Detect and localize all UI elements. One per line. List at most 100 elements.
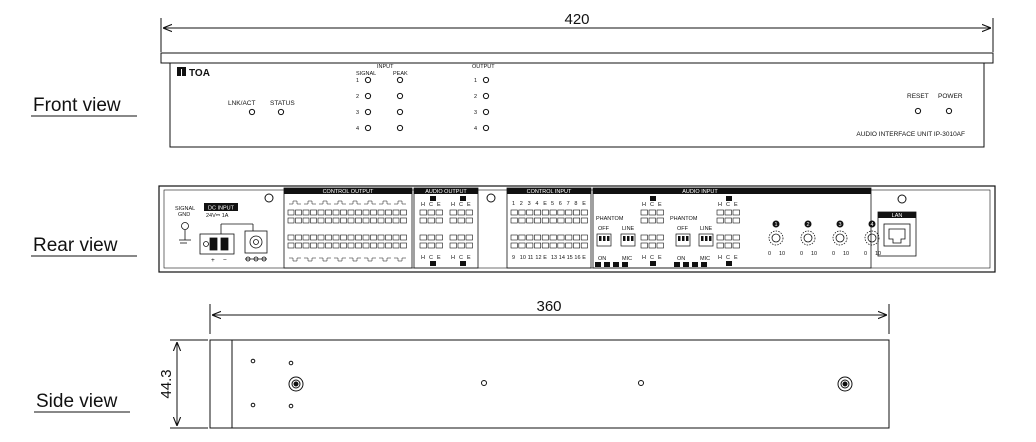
- line-mic-1-top-label: LINE: [622, 226, 635, 232]
- control-input-terminal: [526, 217, 534, 224]
- control-output-terminal: [287, 234, 295, 241]
- knob-number-badge: [836, 220, 844, 228]
- switch-lever: [682, 236, 685, 241]
- audio-input-terminal: [716, 217, 724, 224]
- channel-badge: [430, 261, 436, 266]
- control-input-number: 14: [559, 255, 565, 261]
- hce-label: E: [437, 202, 441, 208]
- plus-label: +: [211, 257, 215, 264]
- hce-label: H: [421, 202, 425, 208]
- control-input-terminal: [541, 242, 549, 249]
- line-mic-1-switch: [620, 233, 636, 247]
- output-channel-number: 4: [474, 126, 477, 132]
- input-channel-number: 3: [356, 110, 359, 116]
- control-output-terminal: [332, 217, 340, 224]
- signal-label: SIGNAL: [356, 71, 376, 77]
- control-output-terminal: [362, 217, 370, 224]
- phantom-2-bottom-label: ON: [677, 256, 685, 262]
- dimension-width-value: 420: [564, 11, 589, 28]
- control-input-terminal: [557, 217, 565, 224]
- channel-badge: [650, 261, 656, 266]
- control-output-terminal: [400, 242, 407, 249]
- control-output-terminal: [310, 242, 317, 249]
- toa-logo: TOA: [177, 67, 210, 79]
- channel-badge: [622, 262, 628, 267]
- control-output-terminal: [310, 209, 317, 216]
- switch-lever: [623, 236, 626, 241]
- relay-symbol: [334, 200, 346, 205]
- lnk-act-led: [248, 108, 256, 116]
- peak-led: [396, 92, 404, 100]
- input-title: INPUT: [377, 64, 394, 70]
- audio-input-terminal: [640, 242, 648, 249]
- control-input-number: 10: [520, 255, 526, 261]
- audio-output-terminal: [435, 209, 443, 216]
- hce-label: H: [642, 202, 646, 208]
- control-input-terminal: [518, 209, 526, 216]
- side-panel: [209, 339, 890, 429]
- relay-symbol: [364, 200, 376, 205]
- hce-label: C: [459, 255, 463, 261]
- channel-badge: [460, 261, 466, 266]
- control-output-terminal: [347, 242, 355, 249]
- minus-label: −: [223, 257, 227, 264]
- control-input-terminal: [518, 234, 526, 241]
- audio-output-terminal: [457, 217, 465, 224]
- control-input-number: 11: [528, 255, 534, 261]
- knob-number-badge: [868, 220, 876, 228]
- hce-label: E: [658, 255, 662, 261]
- dimension-height-value: 44.3: [158, 369, 175, 398]
- hce-label: E: [437, 255, 441, 261]
- switch-lever: [705, 236, 708, 241]
- knob-min-label: 0: [768, 251, 771, 257]
- lan-jack: [883, 223, 911, 247]
- switch-lever: [607, 236, 610, 241]
- control-output-terminal: [392, 234, 400, 241]
- control-input-terminal: [510, 242, 518, 249]
- control-output-terminal: [392, 217, 400, 224]
- control-input-terminal: [541, 209, 549, 216]
- control-input-terminal: [534, 234, 542, 241]
- reset-button: [914, 107, 922, 115]
- power-label: POWER: [938, 93, 963, 100]
- gain-knob: [832, 230, 848, 246]
- channel-badge: [701, 262, 707, 267]
- hce-label: H: [421, 255, 425, 261]
- audio-output-terminal: [449, 234, 457, 241]
- channel-badge: [430, 196, 436, 201]
- control-input-terminal: [510, 234, 518, 241]
- knob-number: 3: [838, 222, 841, 228]
- relay-symbol: [334, 257, 346, 262]
- audio-output-label: AUDIO OUTPUT: [425, 189, 467, 195]
- line-mic-2-switch: [698, 233, 714, 247]
- control-output-terminals: [287, 200, 407, 262]
- knob-max-label: 10: [843, 251, 849, 257]
- audio-output-terminal: [465, 242, 473, 249]
- control-output-terminal: [325, 234, 332, 241]
- dimension-height: [170, 339, 208, 429]
- control-input-number: 8: [574, 201, 577, 207]
- channel-badge: [674, 262, 680, 267]
- control-output-terminal: [302, 217, 310, 224]
- control-input-terminal: [534, 242, 542, 249]
- control-output-terminal: [317, 242, 325, 249]
- control-output-terminal: [295, 209, 302, 216]
- rear-screw-3: [897, 194, 907, 204]
- control-input-number: 15: [567, 255, 573, 261]
- relay-symbol: [304, 200, 316, 205]
- audio-output-terminal: [427, 234, 435, 241]
- control-output-terminal: [385, 217, 392, 224]
- lan-label: LAN: [892, 213, 903, 219]
- control-output-terminal: [400, 234, 407, 241]
- peak-led: [396, 108, 404, 116]
- knob-min-label: 0: [864, 251, 867, 257]
- control-output-terminal: [370, 209, 377, 216]
- audio-input-terminal: [724, 217, 732, 224]
- audio-input-terminal: [716, 234, 724, 241]
- audio-input-terminal: [640, 234, 648, 241]
- control-input-terminal: [565, 242, 573, 249]
- dc-rating-label: 24V⎓ 1A: [206, 213, 229, 219]
